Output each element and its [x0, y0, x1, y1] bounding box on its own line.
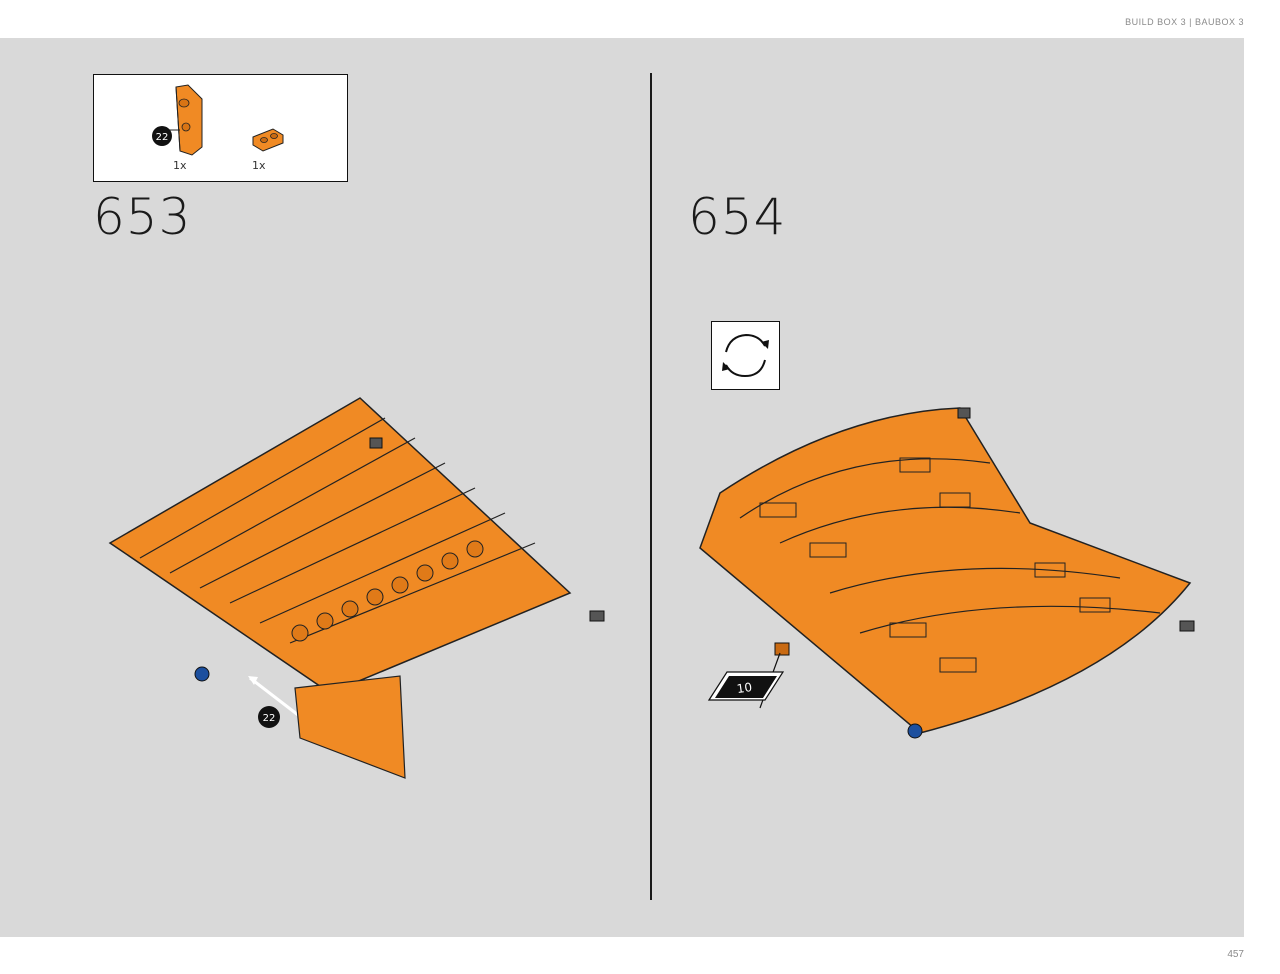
callout-badge-22-icon: 22 [258, 706, 280, 728]
instruction-panel: 22 1x 1x 653 654 22 [0, 38, 1244, 937]
svg-text:22: 22 [263, 713, 276, 724]
part-badge-22-icon: 22 [152, 126, 172, 146]
sticker-10-icon: 10 [707, 671, 785, 701]
page-number: 457 [1227, 949, 1244, 960]
part-quantity-1: 1x [173, 159, 187, 172]
parts-callout-box: 22 1x 1x [93, 74, 348, 182]
step-number-654: 654 [688, 188, 787, 246]
step-divider [650, 73, 652, 900]
part-connector-icon [252, 128, 284, 152]
step-654-assembly-illustration [699, 407, 1195, 739]
part-orange-panel-icon [166, 84, 203, 156]
svg-text:10: 10 [736, 680, 753, 696]
header-label: BUILD BOX 3 | BAUBOX 3 [1125, 17, 1244, 27]
svg-text:22: 22 [156, 132, 169, 143]
rotate-model-box [711, 321, 780, 390]
part-quantity-2: 1x [252, 159, 266, 172]
rotate-model-icon [722, 333, 769, 378]
step-653-assembly-illustration [108, 397, 605, 779]
step-number-653: 653 [93, 188, 192, 246]
